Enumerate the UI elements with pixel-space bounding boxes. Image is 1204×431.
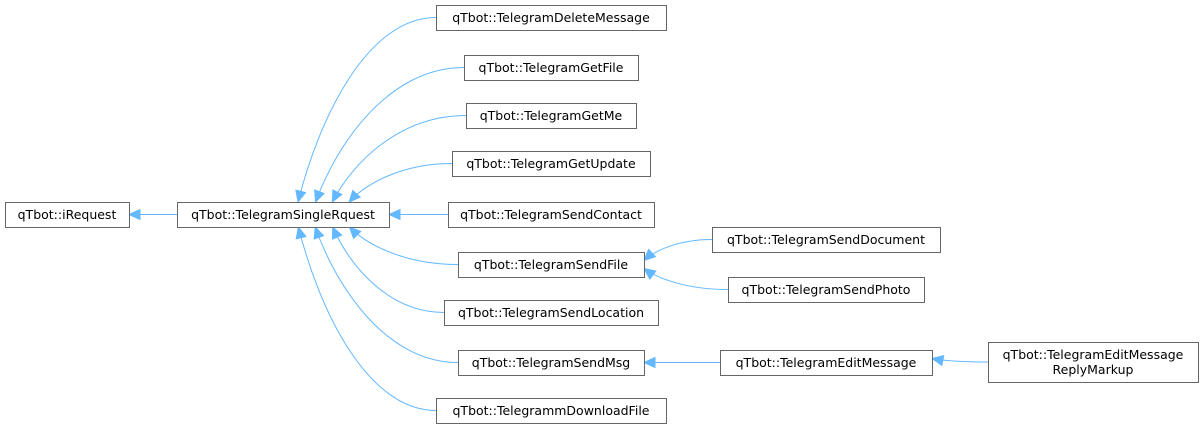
class-node-getfile[interactable]: qTbot::TelegramGetFile [464,55,639,81]
class-box [458,350,645,376]
inheritance-edge [315,67,465,203]
class-box [458,252,645,278]
class-label: qTbot::TelegrammDownloadFile [453,403,650,418]
class-label: qTbot::TelegramSendLocation [458,305,644,320]
class-node-sendmsg[interactable]: qTbot::TelegramSendMsg [458,350,645,376]
class-box [452,151,651,177]
nodes-layer: qTbot::iRequest qTbot::TelegramSingleRque… [5,5,1199,424]
class-box [720,350,933,376]
class-box [464,55,639,81]
class-node-getupdate[interactable]: qTbot::TelegramGetUpdate [452,151,651,177]
class-node-sendlocation[interactable]: qTbot::TelegramSendLocation [444,300,659,326]
class-label: qTbot::TelegramDeleteMessage [452,10,650,25]
arrowhead [348,189,362,203]
class-label: qTbot::TelegramEditMessage [736,355,917,370]
class-node-single[interactable]: qTbot::TelegramSingleRquest [177,202,390,228]
arrowhead [643,267,657,281]
arrowhead [295,189,307,204]
arrowhead [643,248,657,262]
arrowhead [642,356,656,369]
class-box [728,277,925,303]
inheritance-edge [331,115,467,203]
arrowhead [930,354,945,367]
inheritance-edge [332,226,445,313]
class-node-senddoc[interactable]: qTbot::TelegramSendDocument [712,227,941,253]
class-node-delete[interactable]: qTbot::TelegramDeleteMessage [436,5,667,31]
class-node-download[interactable]: qTbot::TelegrammDownloadFile [436,398,667,424]
class-box [466,103,637,129]
class-label: ReplyMarkup [1053,362,1134,377]
class-box [444,300,659,326]
arrowhead [295,225,307,240]
class-label: qTbot::TelegramSendContact [460,207,642,222]
class-label: qTbot::TelegramSendDocument [727,232,925,247]
inheritance-edge [348,163,453,203]
arrowhead [314,189,325,204]
class-node-getme[interactable]: qTbot::TelegramGetMe [466,103,637,129]
edges-layer [127,17,989,411]
arrowhead [127,208,141,221]
class-box [712,227,941,253]
class-box [988,342,1199,383]
class-node-editmsg[interactable]: qTbot::TelegramEditMessage [720,350,933,376]
class-label: qTbot::TelegramGetMe [480,108,623,123]
arrowhead [313,225,325,240]
class-label: qTbot::TelegramSendPhoto [742,282,911,297]
class-label: qTbot::TelegramEditMessage [1003,347,1184,362]
inheritance-edge [643,268,729,290]
inheritance-edge [297,226,437,411]
arrowhead [331,225,343,240]
inheritance-edge [314,226,459,363]
class-box [436,5,667,31]
class-node-sendphoto[interactable]: qTbot::TelegramSendPhoto [728,277,925,303]
class-node-sendcontact[interactable]: qTbot::TelegramSendContact [448,202,655,228]
arrowhead [387,208,401,221]
class-label: qTbot::TelegramSendFile [474,257,628,272]
class-box [448,202,655,228]
class-box [5,202,130,228]
class-node-sendfile[interactable]: qTbot::TelegramSendFile [458,252,645,278]
class-box [436,398,667,424]
inheritance-edge [297,17,437,203]
class-label: qTbot::TelegramSendMsg [472,355,630,370]
class-label: qTbot::iRequest [18,207,117,222]
class-node-irequest[interactable]: qTbot::iRequest [5,202,130,228]
arrowhead [331,189,343,204]
class-label: qTbot::TelegramSingleRquest [191,207,375,222]
inheritance-edge [349,226,459,265]
class-label: qTbot::TelegramGetUpdate [466,156,636,171]
class-box [177,202,390,228]
class-label: qTbot::TelegramGetFile [479,60,624,75]
arrowhead [348,226,362,240]
